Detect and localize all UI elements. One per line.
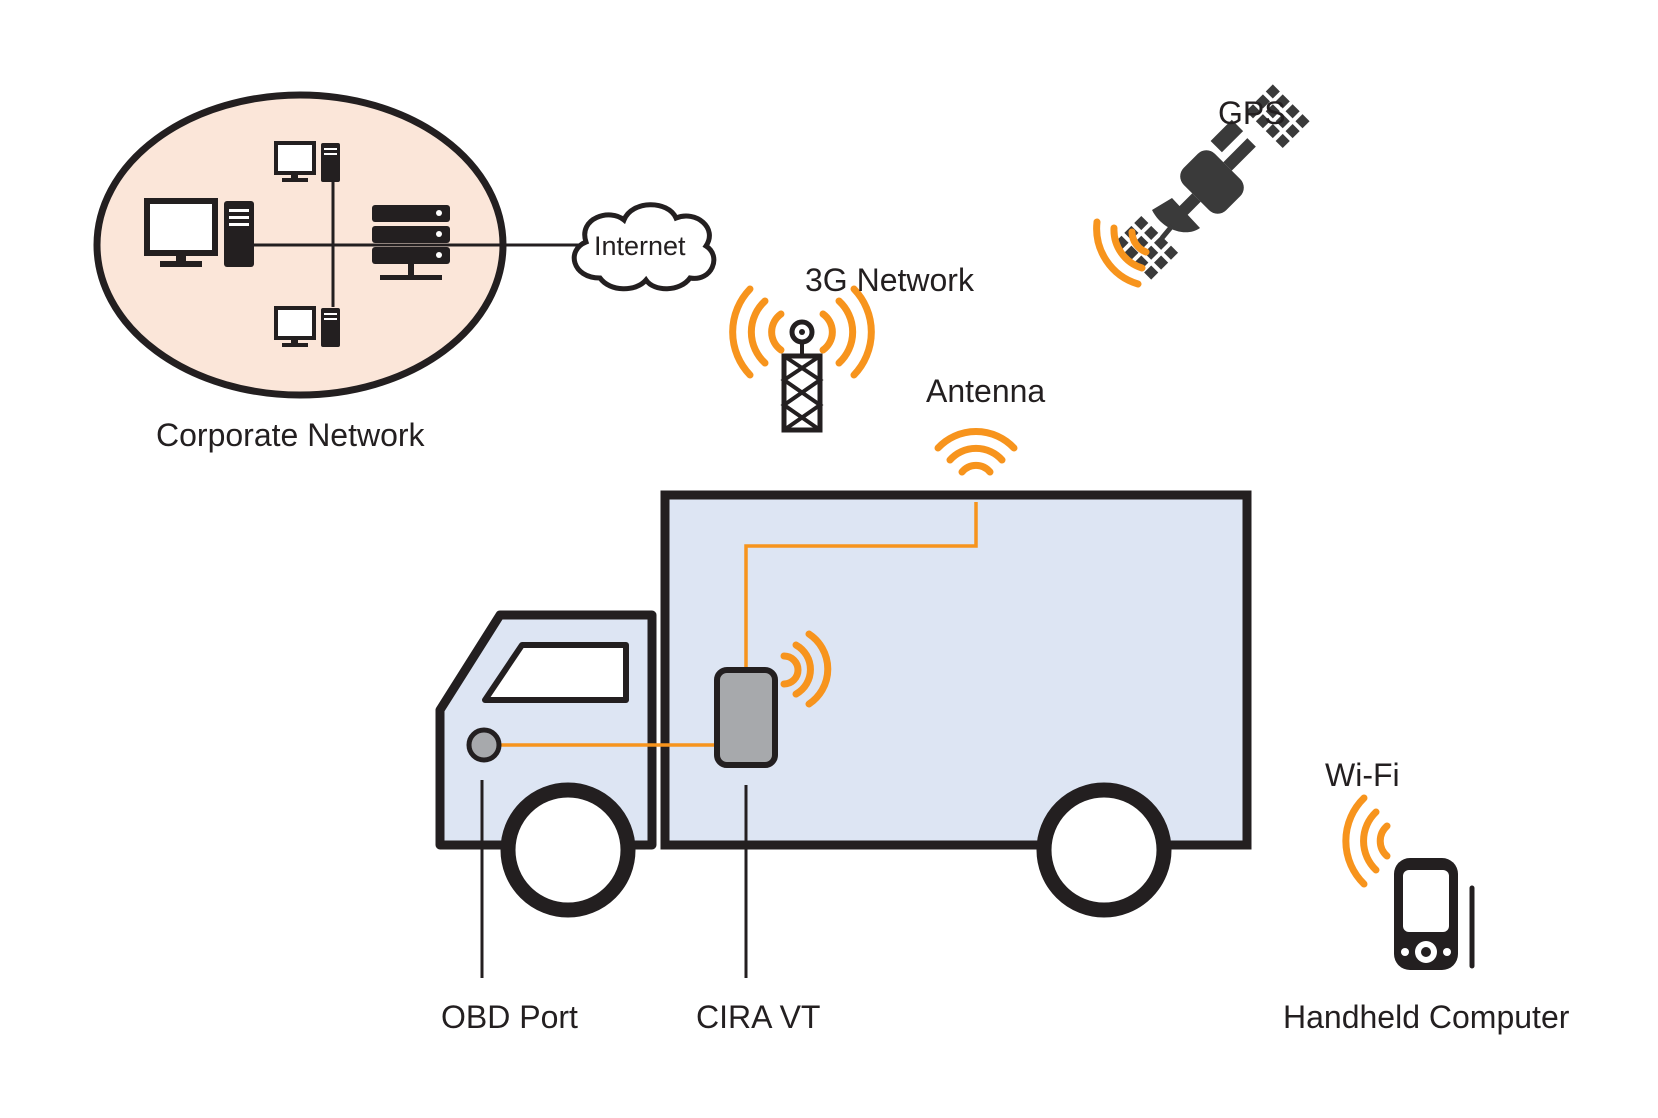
obd-port-label: OBD Port <box>441 999 578 1035</box>
corporate-network <box>93 91 580 399</box>
handheld-pda-icon <box>1394 858 1475 970</box>
desktop-computer-icon <box>144 198 254 267</box>
internet-label: Internet <box>594 231 686 261</box>
satellite-dish <box>1152 198 1200 240</box>
cell-tower-icon <box>780 319 824 433</box>
desktop-computer-icon <box>274 141 340 182</box>
network-lines <box>252 180 580 307</box>
truck-front-wheel <box>500 782 636 918</box>
gps-signal-waves <box>1093 218 1150 288</box>
corporate-network-label: Corporate Network <box>156 417 426 453</box>
wifi-label: Wi-Fi <box>1325 757 1400 793</box>
obd-port-icon <box>466 727 502 763</box>
truck-window <box>482 642 629 703</box>
gps-label: GPS <box>1218 95 1286 131</box>
cira-vt-label: CIRA VT <box>696 999 820 1035</box>
server-rack-icon <box>372 205 450 280</box>
callout-lines <box>480 780 748 978</box>
antenna-signal-waves <box>934 428 1018 476</box>
vehicle-wiring <box>500 502 978 747</box>
cloud-icon <box>571 202 717 292</box>
cira-vt-signal-waves <box>780 630 832 708</box>
solar-panel-top <box>1241 84 1310 153</box>
wifi-signal-waves <box>1342 794 1391 888</box>
desktop-computer-icon <box>274 306 340 347</box>
truck-rear-wheel <box>1036 782 1172 918</box>
cira-vt-device <box>714 667 778 768</box>
antenna-label: Antenna <box>926 373 1045 409</box>
handheld-computer-label: Handheld Computer <box>1283 999 1570 1035</box>
3g-signal-waves <box>729 285 875 379</box>
3g-network-label: 3G Network <box>805 262 975 298</box>
truck-icon <box>435 490 1252 918</box>
